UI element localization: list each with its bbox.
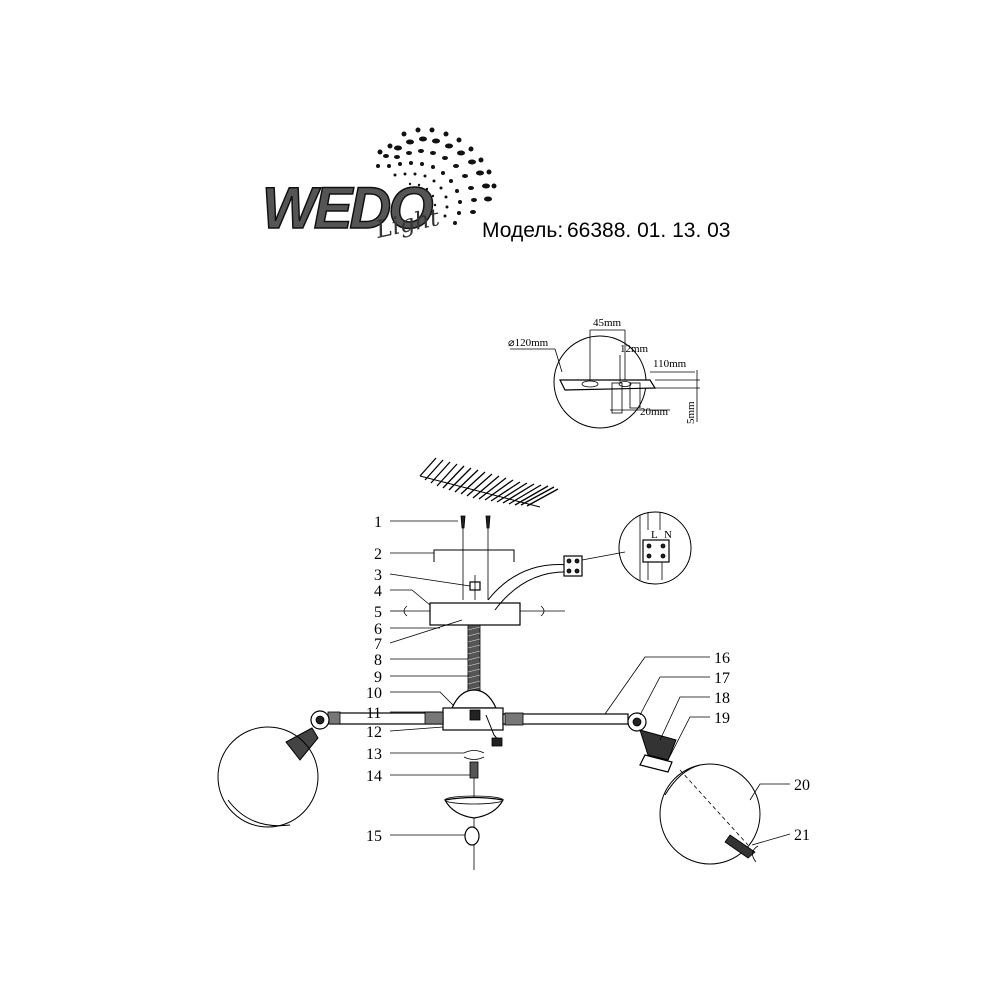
- callout-8: 8: [374, 652, 382, 669]
- callout-16: 16: [714, 650, 730, 667]
- dimension-hole-spacing: 45mm: [593, 317, 622, 329]
- callout-7: 7: [374, 636, 382, 653]
- chandelier-assembly: L N: [217, 511, 761, 870]
- terminal-label-n: N: [664, 529, 672, 541]
- dimension-offset: 20mm: [640, 406, 669, 418]
- callout-13: 13: [366, 746, 382, 763]
- brand-logo: WEDO Light: [261, 127, 497, 244]
- callout-14: 14: [366, 768, 382, 785]
- dimension-plate-length: 110mm: [653, 358, 687, 370]
- callout-10: 10: [366, 685, 382, 702]
- dimension-thickness: 5mm: [685, 401, 697, 424]
- callout-12: 12: [366, 724, 382, 741]
- ceiling-hatch: [419, 457, 559, 508]
- callout-9: 9: [374, 669, 382, 686]
- model-label: Модель:: [482, 219, 563, 242]
- model-number: 66388. 01. 13. 03: [567, 219, 730, 242]
- callout-2: 2: [374, 546, 382, 563]
- callout-11: 11: [366, 705, 381, 722]
- callout-20: 20: [794, 777, 810, 794]
- callout-5: 5: [374, 604, 382, 621]
- callout-18: 18: [714, 690, 730, 707]
- callout-6: 6: [374, 621, 382, 638]
- mount-plate-detail: ⌀120mm 45mm 12mm 110mm 5mm 20mm: [508, 317, 700, 429]
- callout-21: 21: [794, 827, 810, 844]
- terminal-label-l: L: [651, 529, 658, 541]
- logo-wordmark: WEDO: [262, 176, 433, 241]
- callout-4: 4: [374, 583, 382, 600]
- callout-numbers: 1 2 3 4 5 6 7 8 9 10 11 12 13 14 15 16 1…: [366, 514, 810, 845]
- callout-19: 19: [714, 710, 730, 727]
- dimension-hole-small: 12mm: [620, 343, 649, 355]
- callout-leaders: [389, 520, 791, 846]
- callout-1: 1: [374, 514, 382, 531]
- logo-dot-swirl: [376, 127, 497, 225]
- dimension-plate-diameter: ⌀120mm: [508, 337, 549, 349]
- callout-17: 17: [714, 670, 730, 687]
- callout-15: 15: [366, 828, 382, 845]
- callout-3: 3: [374, 567, 382, 584]
